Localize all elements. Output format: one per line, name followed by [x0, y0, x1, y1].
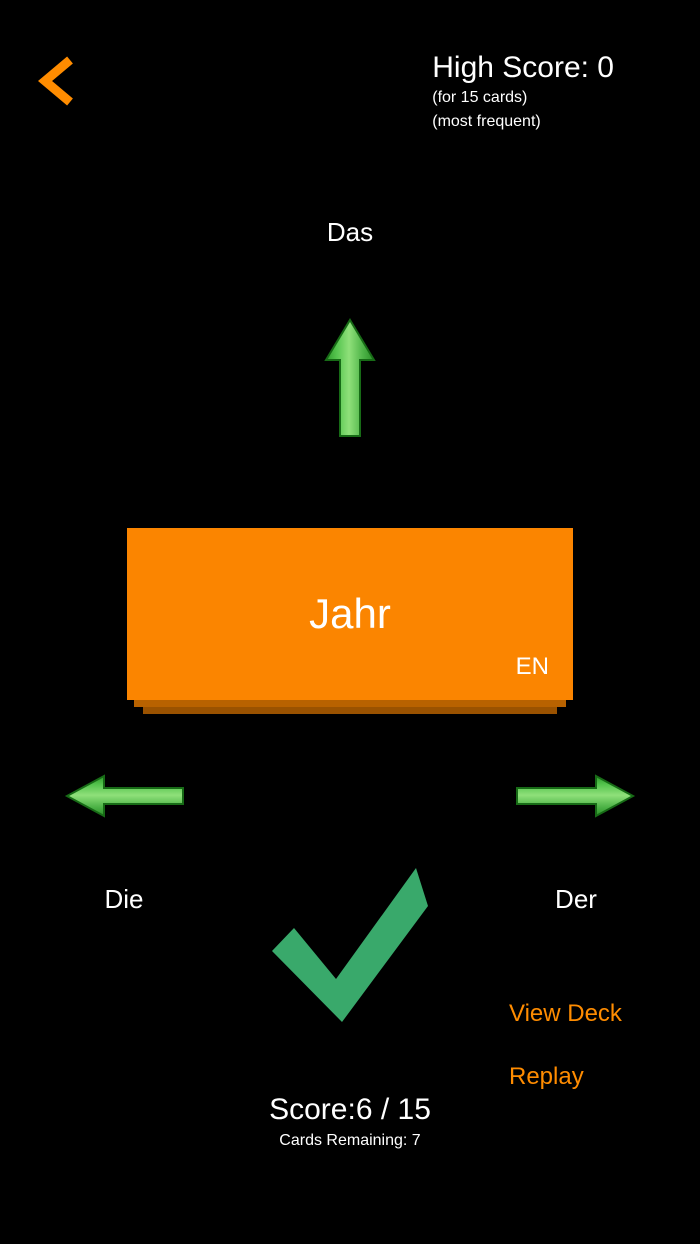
- arrow-left-icon: [64, 772, 186, 820]
- flashcard-language-badge: EN: [515, 653, 549, 680]
- swipe-up-arrow[interactable]: [322, 316, 378, 440]
- score-value: Score:6 / 15: [269, 1093, 431, 1126]
- high-score-block: High Score: 0 (for 15 cards) (most frequ…: [432, 50, 614, 134]
- correct-feedback: [268, 866, 432, 1026]
- article-label-das: Das: [326, 217, 374, 247]
- swipe-right-arrow[interactable]: [514, 772, 636, 820]
- flashcard-word: Jahr: [309, 590, 391, 637]
- article-label-der: Der: [555, 884, 597, 914]
- view-deck-button[interactable]: View Deck: [509, 1000, 622, 1027]
- flashcard-stack: Jahr EN: [127, 528, 573, 714]
- flashcard[interactable]: Jahr EN: [127, 528, 573, 700]
- cards-remaining-value: Cards Remaining: 7: [279, 1132, 421, 1149]
- score-block: Score:6 / 15 Cards Remaining: 7: [0, 1092, 700, 1152]
- high-score-value: High Score: 0: [432, 51, 614, 84]
- chevron-left-icon: [34, 52, 86, 110]
- high-score-card-count: (for 15 cards): [432, 89, 528, 106]
- replay-button[interactable]: Replay: [509, 1063, 584, 1090]
- high-score-mode: (most frequent): [432, 113, 541, 130]
- checkmark-icon: [268, 866, 432, 1026]
- back-button[interactable]: [34, 52, 86, 110]
- article-label-die: Die: [104, 884, 144, 914]
- arrow-up-icon: [322, 316, 378, 440]
- arrow-right-icon: [514, 772, 636, 820]
- swipe-left-arrow[interactable]: [64, 772, 186, 820]
